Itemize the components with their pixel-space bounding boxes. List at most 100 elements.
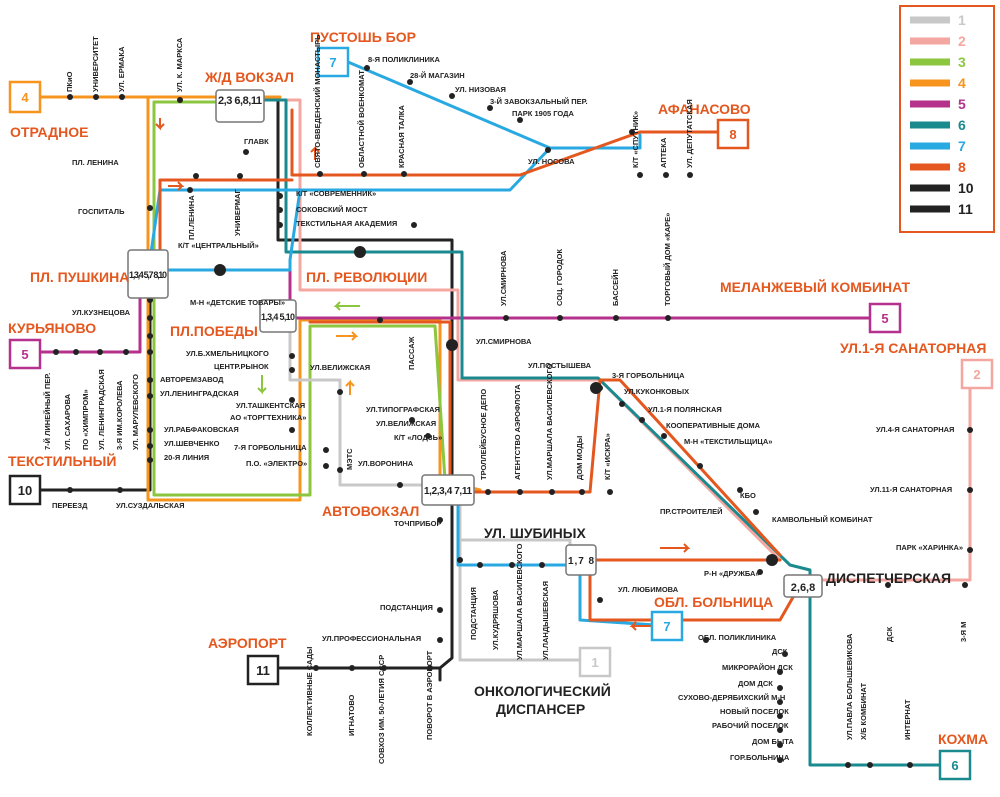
- stop-dot[interactable]: [397, 482, 403, 488]
- stop-dot[interactable]: [147, 315, 153, 321]
- stop-dot[interactable]: [147, 205, 153, 211]
- stop-dot[interactable]: [777, 757, 783, 763]
- stop-dot[interactable]: [67, 487, 73, 493]
- stop-dot[interactable]: [597, 597, 603, 603]
- stop-dot[interactable]: [539, 562, 545, 568]
- stop-dot[interactable]: [619, 401, 625, 407]
- hub-badge-pushkina[interactable]: 1,3,4 5,7 8,10: [127, 249, 169, 299]
- stop-dot[interactable]: [337, 389, 343, 395]
- stop-dot[interactable]: [629, 129, 635, 135]
- stop-dot[interactable]: [337, 467, 343, 473]
- stop-dot[interactable]: [243, 149, 249, 155]
- stop-dot[interactable]: [53, 349, 59, 355]
- stop-dot[interactable]: [425, 433, 431, 439]
- stop-dot[interactable]: [289, 427, 295, 433]
- stop-dot[interactable]: [147, 377, 153, 383]
- stop-dot[interactable]: [557, 315, 563, 321]
- stop-dot[interactable]: [687, 172, 693, 178]
- stop-dot[interactable]: [637, 172, 643, 178]
- stop-dot[interactable]: [323, 463, 329, 469]
- stop-dot[interactable]: [277, 222, 283, 228]
- stop-dot[interactable]: [187, 187, 193, 193]
- stop-dot[interactable]: [579, 489, 585, 495]
- stop-dot[interactable]: [737, 487, 743, 493]
- stop-dot[interactable]: [777, 699, 783, 705]
- stop-dot[interactable]: [867, 762, 873, 768]
- stop-dot[interactable]: [457, 557, 463, 563]
- stop-dot[interactable]: [93, 94, 99, 100]
- terminal-8-afanasovo[interactable]: 8: [716, 118, 750, 150]
- stop-dot[interactable]: [317, 171, 323, 177]
- stop-dot[interactable]: [885, 582, 891, 588]
- stop-dot[interactable]: [967, 547, 973, 553]
- stop-dot[interactable]: [437, 637, 443, 643]
- stop-dot[interactable]: [753, 509, 759, 515]
- stop-dot[interactable]: [517, 117, 523, 123]
- stop-dot[interactable]: [613, 315, 619, 321]
- stop-dot[interactable]: [427, 665, 433, 671]
- stop-dot[interactable]: [289, 397, 295, 403]
- stop-dot[interactable]: [517, 489, 523, 495]
- stop-dot[interactable]: [177, 97, 183, 103]
- transfer-node[interactable]: [766, 554, 778, 566]
- stop-dot[interactable]: [401, 171, 407, 177]
- stop-dot[interactable]: [661, 433, 667, 439]
- terminal-5-melanzh[interactable]: 5: [868, 302, 902, 334]
- stop-dot[interactable]: [487, 105, 493, 111]
- transfer-node[interactable]: [590, 382, 602, 394]
- stop-dot[interactable]: [485, 489, 491, 495]
- terminal-1-onko[interactable]: 1: [578, 646, 612, 678]
- stop-dot[interactable]: [117, 487, 123, 493]
- stop-dot[interactable]: [703, 637, 709, 643]
- stop-dot[interactable]: [277, 207, 283, 213]
- stop-dot[interactable]: [757, 569, 763, 575]
- stop-dot[interactable]: [697, 463, 703, 469]
- stop-dot[interactable]: [777, 669, 783, 675]
- stop-dot[interactable]: [509, 562, 515, 568]
- stop-dot[interactable]: [97, 349, 103, 355]
- stop-dot[interactable]: [323, 447, 329, 453]
- stop-dot[interactable]: [364, 65, 370, 71]
- stop-dot[interactable]: [147, 333, 153, 339]
- stop-dot[interactable]: [477, 562, 483, 568]
- stop-dot[interactable]: [119, 94, 125, 100]
- stop-dot[interactable]: [607, 489, 613, 495]
- stop-dot[interactable]: [123, 349, 129, 355]
- stop-dot[interactable]: [147, 457, 153, 463]
- stop-dot[interactable]: [549, 489, 555, 495]
- stop-dot[interactable]: [67, 94, 73, 100]
- stop-dot[interactable]: [193, 173, 199, 179]
- stop-dot[interactable]: [777, 742, 783, 748]
- terminal-4[interactable]: 4: [8, 80, 42, 114]
- stop-dot[interactable]: [73, 349, 79, 355]
- stop-dot[interactable]: [147, 443, 153, 449]
- terminal-10-tekstilny[interactable]: 10: [8, 474, 42, 506]
- stop-dot[interactable]: [437, 517, 443, 523]
- stop-dot[interactable]: [147, 393, 153, 399]
- stop-dot[interactable]: [503, 315, 509, 321]
- stop-dot[interactable]: [907, 762, 913, 768]
- stop-dot[interactable]: [777, 685, 783, 691]
- stop-dot[interactable]: [967, 427, 973, 433]
- stop-dot[interactable]: [777, 713, 783, 719]
- stop-dot[interactable]: [237, 173, 243, 179]
- hub-badge-dispatch[interactable]: 2,6,8: [783, 574, 823, 598]
- hub-badge-avtovokzal[interactable]: 1,2,3,4 7,11: [421, 474, 475, 506]
- stop-dot[interactable]: [962, 582, 968, 588]
- stop-dot[interactable]: [147, 349, 153, 355]
- hub-badge-zhd[interactable]: 2,3 6,8,11: [215, 89, 265, 123]
- stop-dot[interactable]: [845, 762, 851, 768]
- stop-dot[interactable]: [449, 93, 455, 99]
- transfer-node[interactable]: [446, 339, 458, 351]
- stop-dot[interactable]: [782, 651, 788, 657]
- stop-dot[interactable]: [381, 665, 387, 671]
- stop-dot[interactable]: [377, 317, 383, 323]
- terminal-7-pustosh[interactable]: 7: [316, 46, 350, 78]
- stop-dot[interactable]: [313, 665, 319, 671]
- stop-dot[interactable]: [407, 79, 413, 85]
- stop-dot[interactable]: [409, 417, 415, 423]
- stop-dot[interactable]: [777, 727, 783, 733]
- terminal-5-kuryanovo[interactable]: 5: [8, 338, 42, 370]
- terminal-7-bolnica[interactable]: 7: [650, 610, 684, 642]
- stop-dot[interactable]: [663, 172, 669, 178]
